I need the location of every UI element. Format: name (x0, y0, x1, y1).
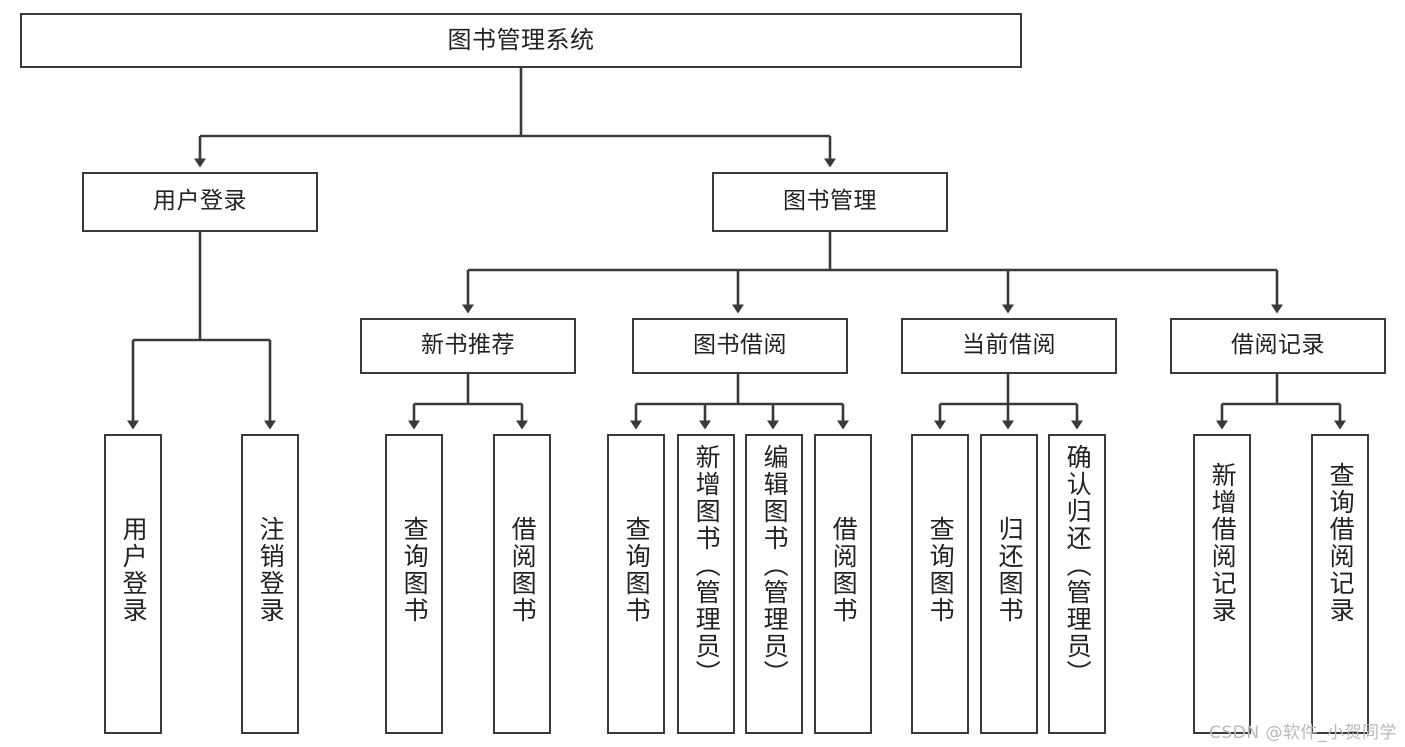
node-book-manage[interactable]: 图书管理 (712, 172, 948, 232)
watermark: CSDN @软件_小贺同学 (1209, 723, 1397, 743)
node-leaf-query-book-1[interactable]: 查询图书 (385, 434, 443, 734)
node-leaf-query-book-3[interactable]: 查询图书 (911, 434, 969, 734)
node-user-login[interactable]: 用户登录 (82, 172, 318, 232)
node-leaf-borrow-book-1-label: 借阅图书 (508, 516, 538, 624)
node-book-manage-label: 图书管理 (783, 188, 877, 215)
node-leaf-borrow-book-1[interactable]: 借阅图书 (493, 434, 551, 734)
node-leaf-query-record-label: 查询借阅记录 (1326, 462, 1356, 624)
node-leaf-add-book[interactable]: 新增图书（管理员） (677, 434, 735, 734)
node-leaf-borrow-book-2[interactable]: 借阅图书 (814, 434, 872, 734)
node-book-borrow-label: 图书借阅 (693, 332, 787, 359)
node-leaf-return-book-label: 归还图书 (995, 516, 1025, 624)
node-book-borrow[interactable]: 图书借阅 (632, 318, 848, 374)
node-leaf-add-book-label: 新增图书（管理员） (692, 444, 722, 687)
node-leaf-confirm-return-label: 确认归还（管理员） (1063, 444, 1093, 687)
node-leaf-borrow-book-2-label: 借阅图书 (829, 516, 859, 624)
node-root[interactable]: 图书管理系统 (20, 13, 1022, 68)
node-leaf-logout-label: 注销登录 (256, 516, 286, 624)
node-leaf-return-book[interactable]: 归还图书 (980, 434, 1038, 734)
node-current-borrow-label: 当前借阅 (962, 332, 1056, 359)
node-leaf-edit-book[interactable]: 编辑图书（管理员） (745, 434, 803, 734)
node-leaf-user-login-label: 用户登录 (119, 516, 149, 624)
node-leaf-confirm-return[interactable]: 确认归还（管理员） (1048, 434, 1106, 734)
node-leaf-query-book-2[interactable]: 查询图书 (607, 434, 665, 734)
node-leaf-query-record[interactable]: 查询借阅记录 (1311, 434, 1369, 734)
node-leaf-add-record-label: 新增借阅记录 (1208, 462, 1238, 624)
node-leaf-query-book-1-label: 查询图书 (400, 516, 430, 624)
node-leaf-query-book-2-label: 查询图书 (622, 516, 652, 624)
node-user-login-label: 用户登录 (153, 188, 247, 215)
node-new-book-recommend[interactable]: 新书推荐 (360, 318, 576, 374)
node-leaf-query-book-3-label: 查询图书 (926, 516, 956, 624)
node-current-borrow[interactable]: 当前借阅 (901, 318, 1117, 374)
node-borrow-record-label: 借阅记录 (1231, 332, 1325, 359)
node-new-book-recommend-label: 新书推荐 (421, 332, 515, 359)
node-leaf-logout[interactable]: 注销登录 (241, 434, 299, 734)
node-root-label: 图书管理系统 (447, 26, 595, 55)
node-borrow-record[interactable]: 借阅记录 (1170, 318, 1386, 374)
node-leaf-add-record[interactable]: 新增借阅记录 (1193, 434, 1251, 734)
node-leaf-edit-book-label: 编辑图书（管理员） (760, 444, 790, 687)
node-leaf-user-login[interactable]: 用户登录 (104, 434, 162, 734)
